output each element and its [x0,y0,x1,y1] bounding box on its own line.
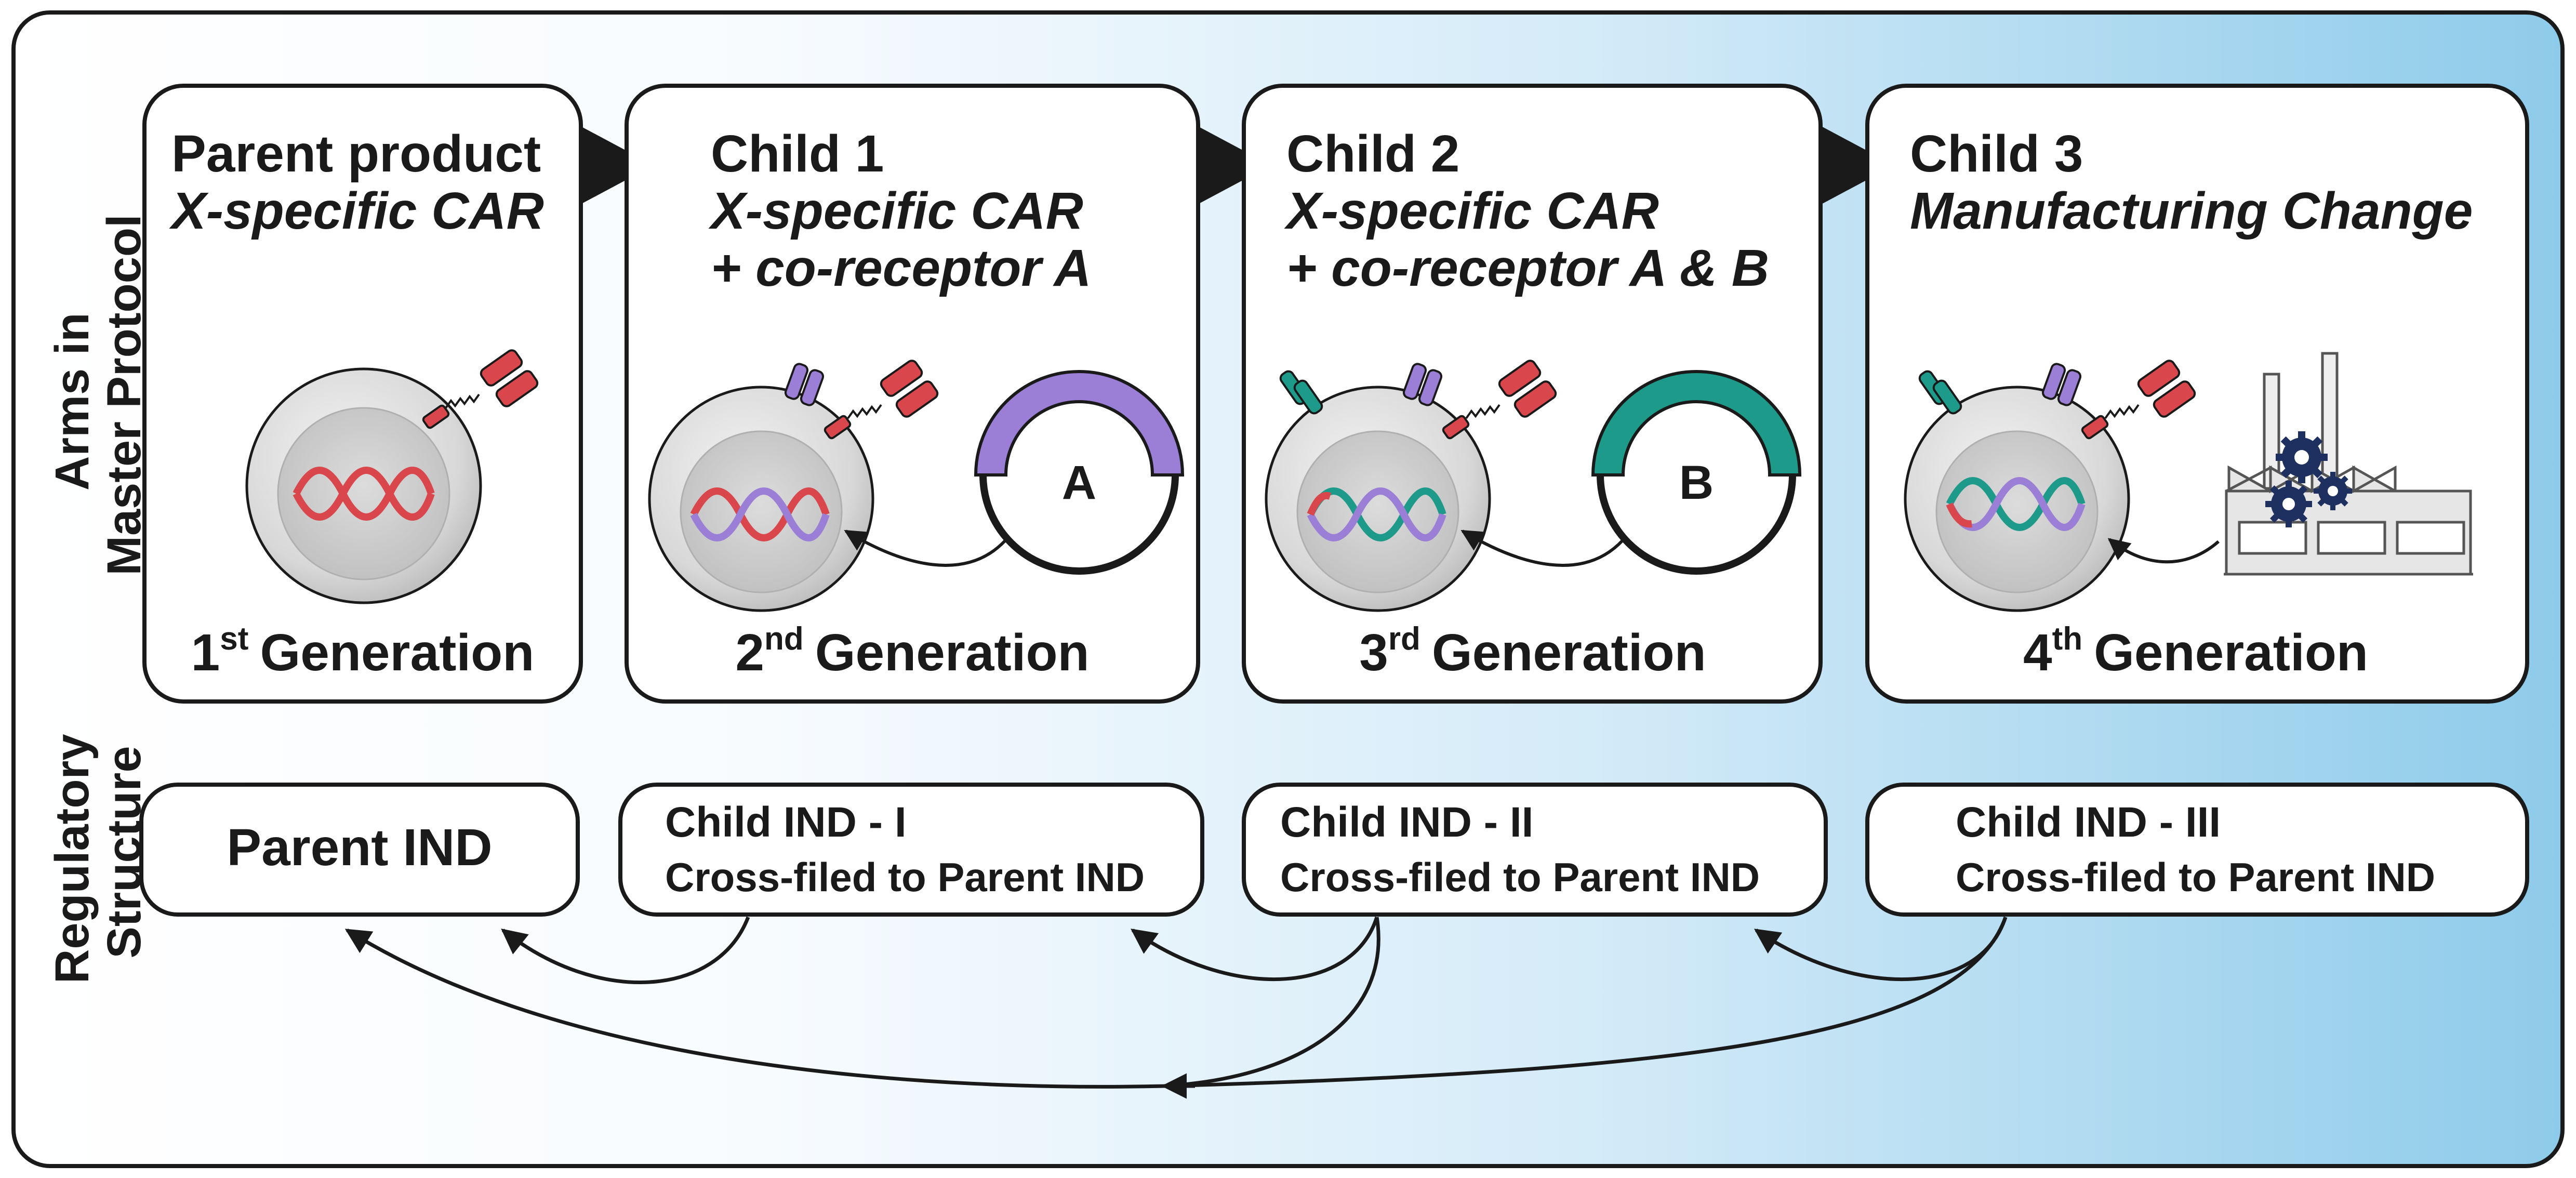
regulatory-parent-ind: Parent IND [139,783,580,917]
arm-line1: X-specific CAR [169,182,544,240]
regulatory-title: Child IND - II [1280,799,1533,846]
dna-icon [1946,477,2086,531]
generation-suffix: nd [764,621,804,657]
car-receptor-icon [824,360,939,440]
side-label-regulatory: Regulatory Structure [46,721,151,984]
generation-word: Generation [2094,624,2368,682]
generation-number: 4 [2023,624,2052,682]
side-label-regulatory-line1: Regulatory [46,734,99,984]
regulatory-box [618,783,1204,917]
car-receptor-icon [422,349,539,429]
arm-line2: + co-receptor A & B [1286,239,1769,297]
dna-icon [690,487,830,541]
generation-word: Generation [260,624,534,682]
co-receptor-a-icon [1402,363,1443,406]
arrow-icon [1131,916,1379,982]
generation-word: Generation [815,624,1090,682]
regulatory-subtitle: Cross-filed to Parent IND [1956,854,2435,900]
arrow-icon [1166,916,2008,1088]
transduction-arrow-icon [844,530,1007,567]
arm-child-1: Child 1 X-specific CAR + co-receptor A 2… [625,84,1200,704]
arm-parent-product: Parent product X-specific CAR 1st Generat… [142,84,583,704]
regulatory-subtitle: Cross-filed to Parent IND [665,854,1145,900]
dna-icon [1307,487,1446,541]
gear-icon [2276,431,2328,483]
generation-number: 3 [1359,624,1388,682]
generation-word: Generation [1432,624,1706,682]
side-label-arms-line1: Arms in [46,313,99,491]
arm-generation: 3rd Generation [1359,621,1706,682]
arm-child-3: Child 3 Manufacturing Change 4th Generati… [1865,84,2529,704]
regulatory-title: Child IND - III [1956,799,2221,846]
co-receptor-a-icon [784,363,825,406]
regulatory-child-ind-3: Child IND - III Cross-filed to Parent IN… [1865,783,2529,917]
regulatory-title: Child IND - I [665,799,907,846]
regulatory-child-ind-1: Child IND - I Cross-filed to Parent IND [618,783,1204,917]
transduction-arrow-icon [1460,530,1624,567]
arm-title: Child 2 [1286,125,1459,183]
regulatory-child-ind-2: Child IND - II Cross-filed to Parent IND [1242,783,1828,917]
arm-title: Parent product [171,125,541,183]
plasmid-icon: A [974,370,1185,575]
flow-arrow-icon [578,125,654,206]
vector-label: B [1679,456,1714,509]
dna-icon [293,467,435,521]
generation-number: 1 [191,624,220,682]
arm-line1: X-specific CAR [708,182,1083,240]
arm-title: Child 3 [1910,125,2083,183]
arm-generation: 4th Generation [2023,621,2368,682]
t-cell-icon [1904,360,2196,612]
vector-label: A [1062,456,1096,509]
generation-suffix: rd [1388,621,1420,657]
t-cell-icon [648,360,939,612]
regulatory-box [139,783,580,917]
t-cell-icon [1265,360,1557,612]
co-receptor-b-icon [1918,370,1962,415]
arm-line2: + co-receptor A [711,239,1092,297]
arrow-icon [344,929,1167,1089]
plasmid-icon: B [1591,370,1802,575]
co-receptor-b-icon [1279,370,1323,415]
arrow-icon [1163,917,1380,1088]
generation-suffix: st [220,621,248,657]
arm-title: Child 1 [711,125,884,183]
gear-icon [2265,481,2312,527]
side-label-arms: Arms in Master Protocol [46,214,151,575]
t-cell-icon [245,349,539,604]
car-receptor-icon [2081,360,2196,440]
cross-filing-arrows [344,916,2008,1099]
generation-suffix: th [2052,621,2083,657]
arm-generation: 2nd Generation [735,621,1089,682]
co-receptor-a-icon [2041,363,2082,406]
gear-icon [2314,472,2352,510]
arrow-icon [501,916,750,984]
generation-number: 2 [735,624,764,682]
regulatory-box [1865,783,2529,917]
regulatory-box [1242,783,1828,917]
flow-arrow-icon [1818,125,1894,206]
regulatory-title: Parent IND [227,818,492,877]
arm-child-2: Child 2 X-specific CAR + co-receptor A &… [1242,84,1823,704]
transduction-arrow-icon [2107,538,2220,564]
arm-generation: 1st Generation [191,621,535,682]
side-label-arms-line2: Master Protocol [98,214,151,575]
car-receptor-icon [1442,360,1557,440]
arm-line1: Manufacturing Change [1910,182,2473,240]
arm-line1: X-specific CAR [1284,182,1659,240]
regulatory-subtitle: Cross-filed to Parent IND [1280,854,1760,900]
flow-arrow-icon [1195,125,1271,206]
